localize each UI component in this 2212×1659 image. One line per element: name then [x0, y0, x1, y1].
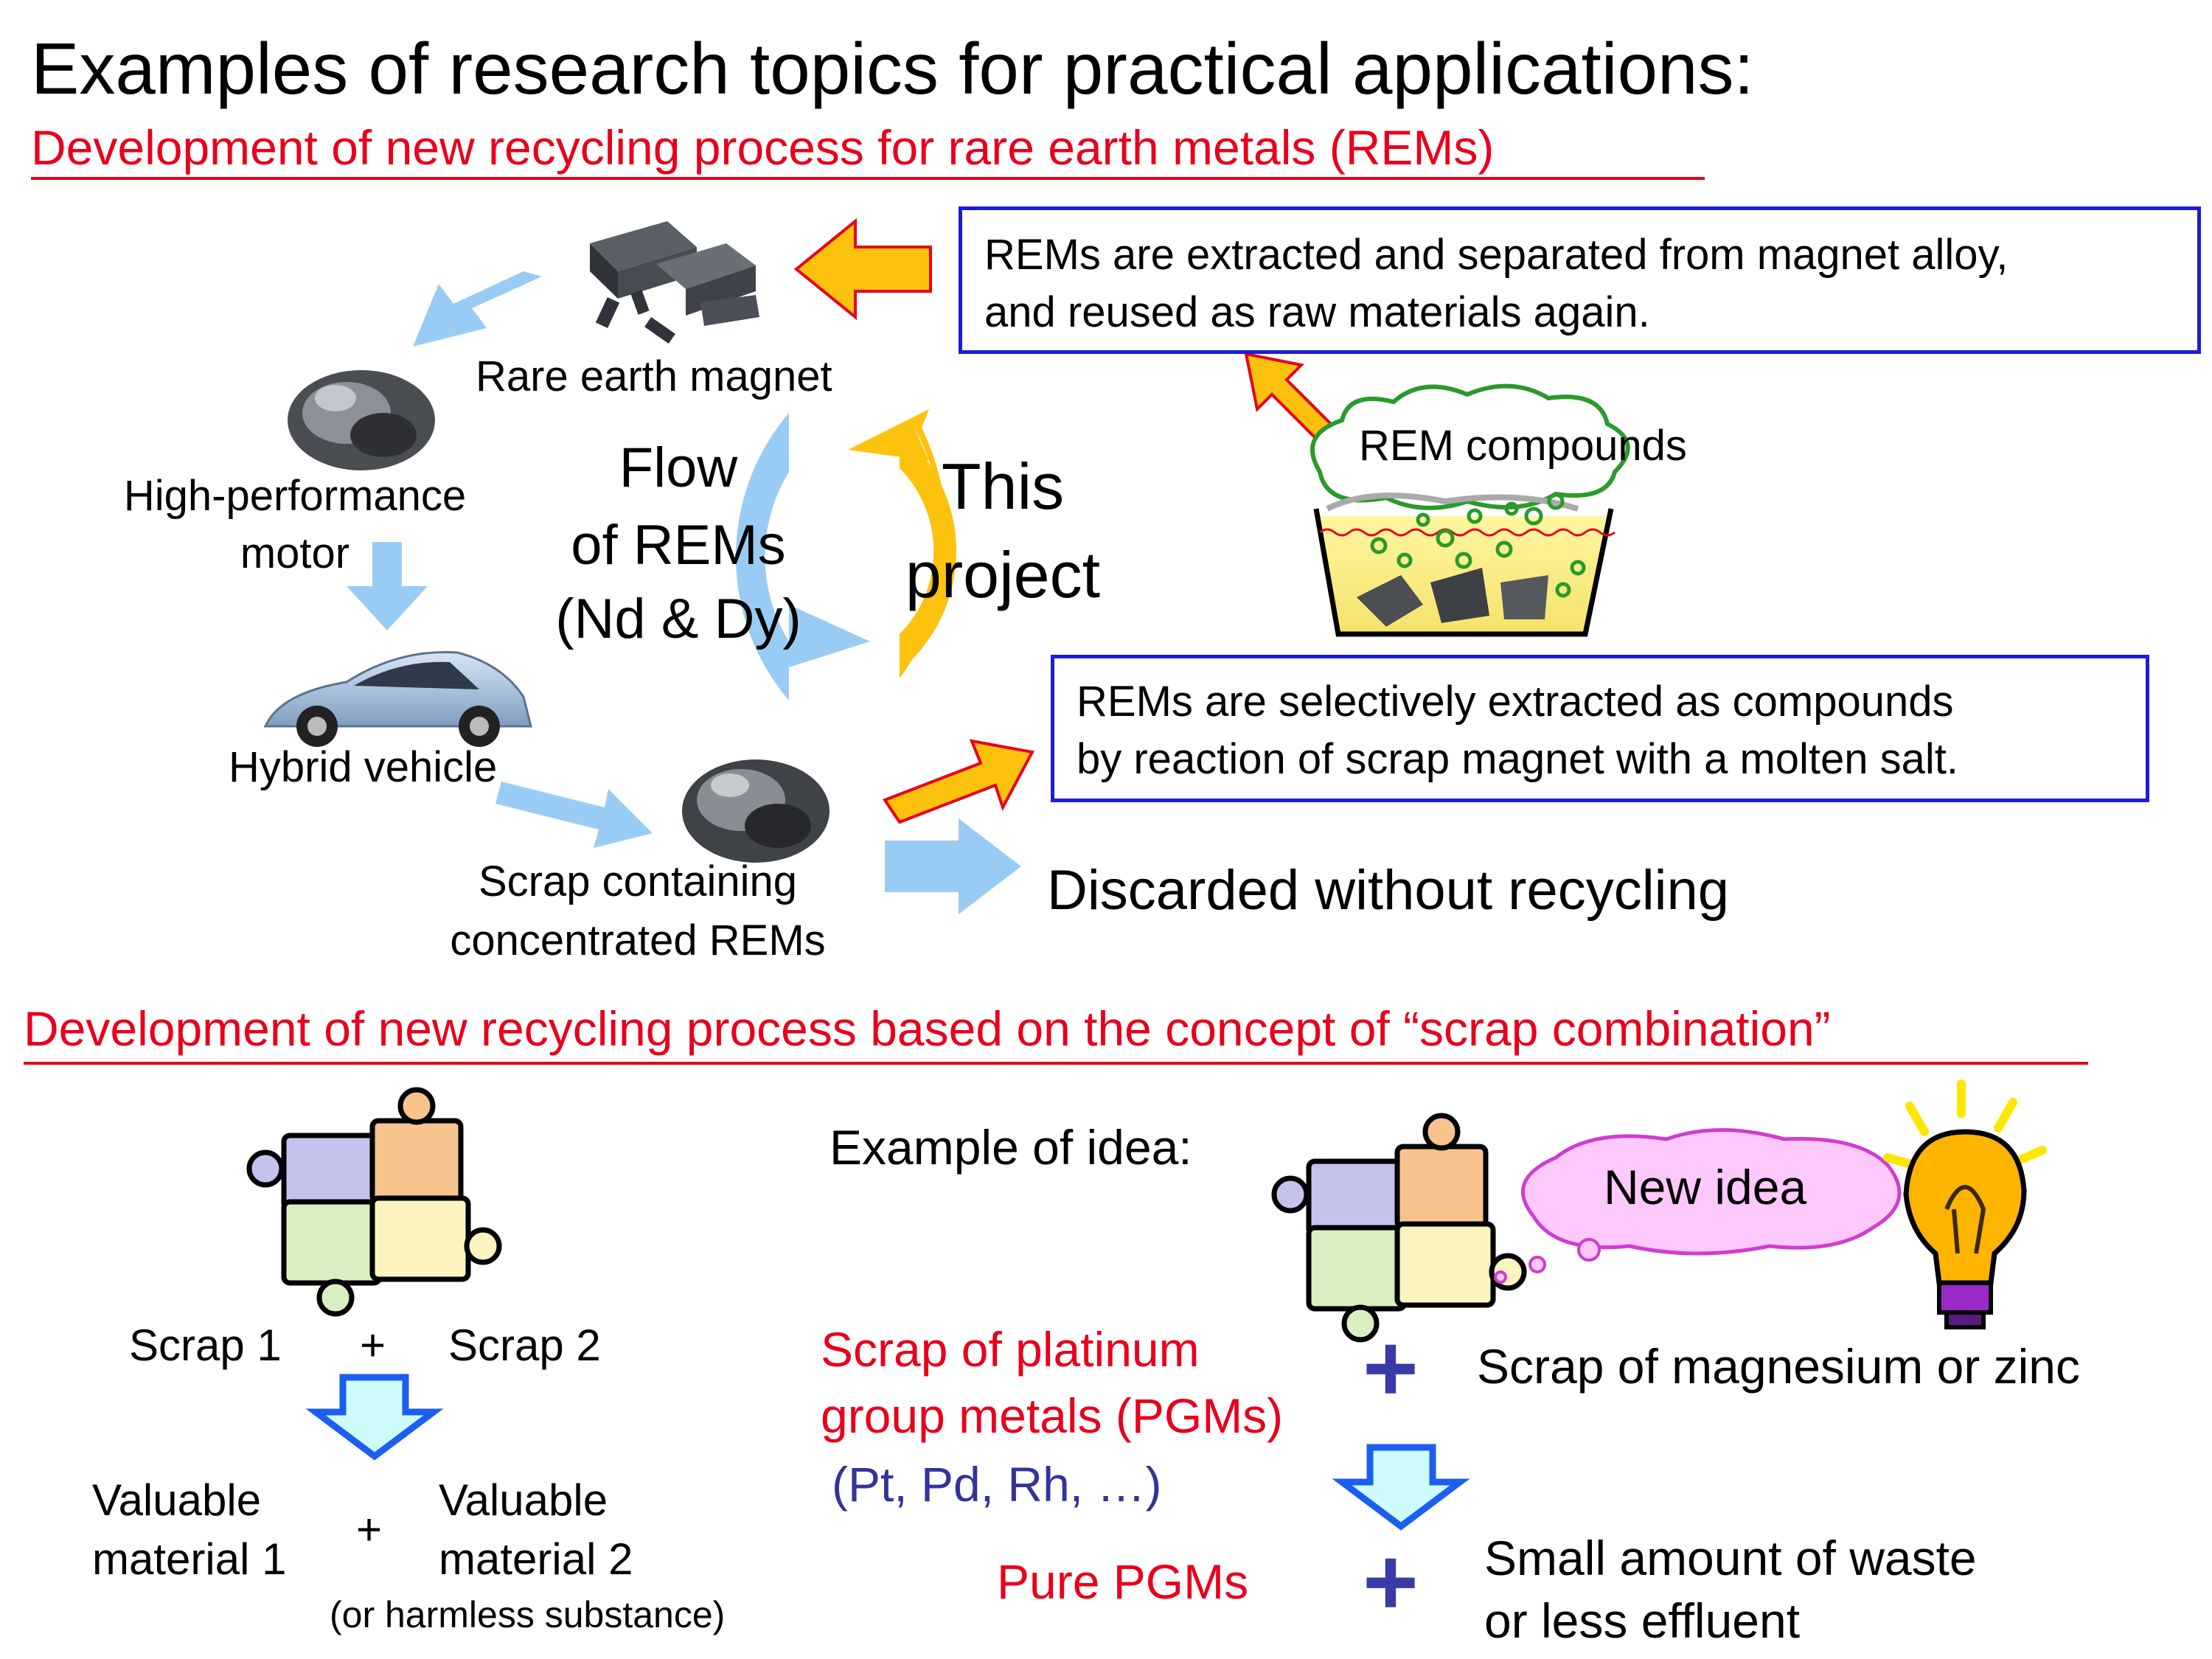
puzzle-icon-right: [1271, 1113, 1527, 1343]
bath-icon: [1313, 493, 1615, 637]
down-arrow-scrap-combination: [305, 1374, 444, 1461]
flow-label-line1: Flow: [619, 437, 738, 499]
label-hybrid-vehicle: Hybrid vehicle: [229, 743, 498, 791]
info-box-extraction: REMs are selectively extracted as compou…: [1051, 655, 2149, 802]
label-pgm-list: (Pt, Pd, Rh, …): [832, 1457, 1162, 1512]
arrow-vehicle-to-scrap: [495, 782, 653, 848]
plus-valuable: +: [356, 1505, 383, 1554]
label-pgm-scrap-line1: Scrap of platinum: [821, 1322, 1200, 1377]
label-new-idea: New idea: [1604, 1160, 1807, 1214]
section2-heading: Development of new recycling process bas…: [24, 1001, 1831, 1056]
down-arrow-pgm: [1332, 1444, 1470, 1531]
scrap-motor-icon: [682, 759, 830, 863]
motor-icon: [288, 370, 435, 470]
magnet-icon: [590, 221, 759, 344]
label-valuable1-line2: material 1: [92, 1534, 287, 1584]
label-pure-pgms: Pure PGMs: [997, 1554, 1249, 1609]
label-waste-line2: or less effluent: [1484, 1593, 1801, 1648]
arrow-extract-to-magnet: [793, 218, 932, 321]
puzzle-icon-left: [246, 1087, 502, 1317]
info-box-extraction-line2: by reaction of scrap magnet with a molte…: [1077, 735, 1959, 783]
info-box-reuse-line1: REMs are extracted and separated from ma…: [984, 231, 2008, 279]
flow-label-line3: (Nd & Dy): [555, 588, 801, 650]
new-idea-bubble: [1494, 1128, 1902, 1284]
arrow-scrap-to-extraction: [882, 739, 1035, 824]
section2-underline: [24, 1062, 2088, 1065]
label-scrap2: Scrap 2: [448, 1321, 601, 1370]
label-discarded: Discarded without recycling: [1047, 859, 1730, 922]
label-mg-zn: Scrap of magnesium or zinc: [1477, 1339, 2081, 1394]
section1-heading: Development of new recycling process for…: [31, 120, 1495, 175]
info-box-reuse: REMs are extracted and separated from ma…: [959, 206, 2201, 354]
flow-label-line2: of REMs: [571, 514, 786, 577]
label-valuable2-line2: material 2: [439, 1534, 633, 1584]
label-scrap-line2: concentrated REMs: [450, 917, 826, 964]
label-harmless: (or harmless substance): [330, 1594, 726, 1635]
lightbulb-icon: [1883, 1079, 2047, 1329]
label-waste-line1: Small amount of waste: [1484, 1531, 1977, 1585]
label-pgm-scrap-line2: group metals (PGMs): [821, 1388, 1284, 1443]
rem-compounds-cloud: [1310, 383, 1630, 512]
label-scrap1: Scrap 1: [129, 1321, 282, 1370]
label-rem-compounds: REM compounds: [1359, 422, 1687, 470]
info-box-reuse-line2: and reused as raw materials again.: [984, 288, 1650, 336]
arrow-motor-to-vehicle: [347, 542, 428, 630]
arrow-magnet-to-motor: [413, 271, 542, 347]
label-valuable2-line1: Valuable: [439, 1475, 608, 1525]
label-motor-line2: motor: [240, 529, 350, 577]
plus-pgm-mg: +: [1363, 1314, 1419, 1422]
label-rare-earth-magnet: Rare earth magnet: [476, 352, 832, 400]
this-project-line2: project: [905, 538, 1101, 611]
arrow-scrap-to-discard: [885, 818, 1021, 914]
label-scrap-line1: Scrap containing: [478, 858, 798, 905]
this-project-arc: [900, 431, 956, 671]
label-example-of-idea: Example of idea:: [830, 1120, 1192, 1175]
page-title: Examples of research topics for practica…: [31, 28, 1754, 109]
section1-underline: [31, 177, 1705, 180]
this-project-line1: This: [941, 450, 1065, 523]
plus-pure-waste: +: [1363, 1528, 1419, 1635]
label-valuable1-line1: Valuable: [92, 1475, 262, 1525]
flow-cycle-arrow-blue: [735, 413, 870, 700]
arrow-compounds-to-reuse: [1244, 352, 1337, 445]
car-icon: [263, 651, 532, 747]
plus-scrap: +: [360, 1321, 386, 1370]
label-motor-line1: High-performance: [123, 472, 467, 520]
info-box-extraction-line1: REMs are selectively extracted as compou…: [1077, 678, 1954, 726]
